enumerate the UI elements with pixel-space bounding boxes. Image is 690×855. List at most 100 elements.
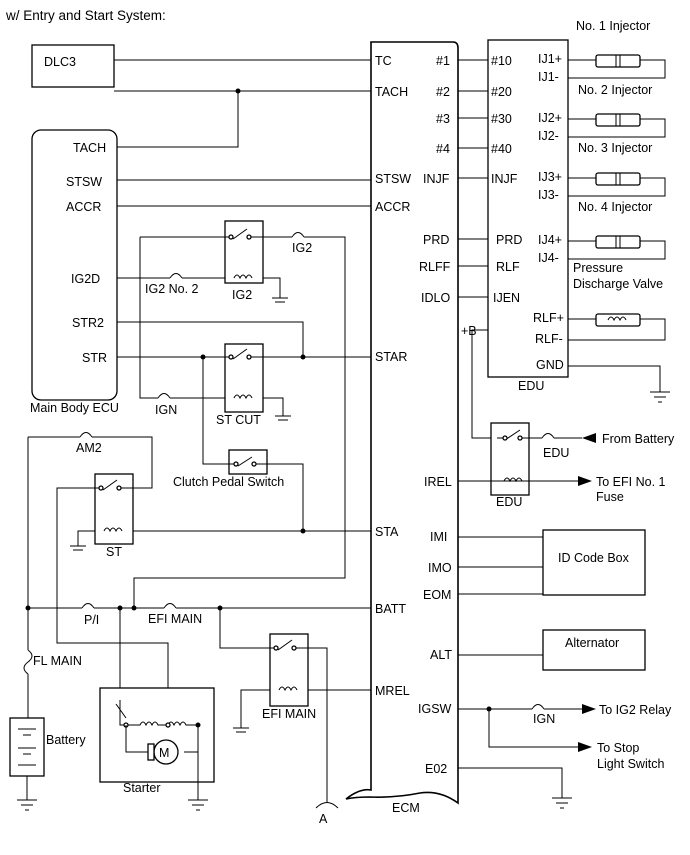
ig2-relay-arrow xyxy=(582,704,596,714)
ign-left-fuse-symbol xyxy=(157,393,171,399)
ecm-pin-alt: ALT xyxy=(430,648,452,662)
edu-ground-symbol xyxy=(650,391,670,403)
starter-switch xyxy=(115,703,127,719)
edu-fuse-symbol xyxy=(541,433,555,439)
ecm-pin-stsw: STSW xyxy=(375,172,411,186)
fl-main-fuse-label: FL MAIN xyxy=(33,654,82,668)
st-cut-relay xyxy=(224,343,264,413)
efi-main-fuse-symbol xyxy=(163,603,177,609)
ecm-pin-rlff: RLFF xyxy=(419,260,451,274)
edu-relay-label: EDU xyxy=(496,495,522,509)
st-cut-ground-symbol xyxy=(275,415,291,421)
am2-fuse-label: AM2 xyxy=(76,441,102,455)
dlc3-label: DLC3 xyxy=(44,55,76,69)
pressure-label-line2: Discharge Valve xyxy=(573,277,663,291)
edu-pin-rlfm: RLF- xyxy=(535,332,563,346)
ig2-relay-ground-symbol xyxy=(272,297,288,303)
ig2-relay-label: IG2 xyxy=(232,288,252,302)
injector-2-label: No. 2 Injector xyxy=(578,83,652,97)
st-relay-ground-symbol xyxy=(70,545,86,551)
edu-pin-30: #30 xyxy=(491,112,512,126)
ecm-pin-star: STAR xyxy=(375,350,407,364)
injector-1-label: No. 1 Injector xyxy=(576,19,650,33)
ig2-no2-fuse-symbol xyxy=(169,273,183,279)
id-code-box xyxy=(542,529,646,596)
edu-pin-prd: PRD xyxy=(496,233,522,247)
ecm-pin-sta: STA xyxy=(375,525,399,539)
ecm-box xyxy=(345,41,459,805)
injector-group xyxy=(568,54,666,341)
am2-fuse-symbol xyxy=(79,432,93,438)
edu-pin-ij1m: IJ1- xyxy=(538,70,559,84)
stop-light-label-line2: Light Switch xyxy=(597,757,664,771)
efi-main-relay-label: EFI MAIN xyxy=(262,707,316,721)
main-body-ecu-box xyxy=(31,129,118,401)
efi-main-relay-ground-symbol xyxy=(233,727,249,733)
edu-pin-ij3m: IJ3- xyxy=(538,188,559,202)
ecm-pin-irel: IREL xyxy=(424,475,452,489)
edu-pin-gnd: GND xyxy=(536,358,564,372)
ecm-pin-3: #3 xyxy=(436,112,450,126)
stop-light-arrow xyxy=(578,742,592,752)
pi-fuse-label: P/I xyxy=(84,613,99,627)
ig2-top-fuse-label: IG2 xyxy=(292,241,312,255)
ig2-top-fuse-symbol xyxy=(291,232,305,238)
edu-label: EDU xyxy=(518,379,544,393)
ecm-pin-prd: PRD xyxy=(423,233,449,247)
starter-label: Starter xyxy=(123,781,161,795)
dlc3-box xyxy=(31,44,115,88)
edu-pin-rlf: RLF xyxy=(496,260,520,274)
ecm-pin-2: #2 xyxy=(436,85,450,99)
st-cut-relay-label: ST CUT xyxy=(216,413,261,427)
ecm-pin-1: #1 xyxy=(436,54,450,68)
ecm-pin-igsw: IGSW xyxy=(418,702,452,716)
connector-a-label: A xyxy=(319,812,328,826)
ecm-ground-symbol xyxy=(552,797,572,809)
mbecu-pin-tach: TACH xyxy=(73,141,106,155)
starter-ground-symbol xyxy=(188,799,208,811)
battery-ground-symbol xyxy=(17,799,37,811)
edu-pin-ijen: IJEN xyxy=(493,291,520,305)
from-battery-label: From Battery xyxy=(602,432,675,446)
injector-2-symbol xyxy=(595,113,641,127)
injector-3-label: No. 3 Injector xyxy=(578,141,652,155)
stop-light-label-line1: To Stop xyxy=(597,741,639,755)
edu-pin-ij4p: IJ4+ xyxy=(538,233,562,247)
alternator-label: Alternator xyxy=(565,636,619,650)
ign-right-fuse-label: IGN xyxy=(533,712,555,726)
ig2-relay-label: To IG2 Relay xyxy=(599,703,672,717)
ecm-pin-imo: IMO xyxy=(428,561,452,575)
st-relay xyxy=(94,473,134,545)
edu-pin-40: #40 xyxy=(491,142,512,156)
edu-pin-ij4m: IJ4- xyxy=(538,251,559,265)
ecm-pin-e02: E02 xyxy=(425,762,447,776)
ecm-pin-plus-b: +B xyxy=(461,324,477,338)
ecm-edu-wires xyxy=(458,59,497,439)
ecm-pin-tc: TC xyxy=(375,54,392,68)
ig2-no2-fuse-label: IG2 No. 2 xyxy=(145,282,199,296)
battery-symbol xyxy=(9,717,45,777)
ecm-pin-eom: EOM xyxy=(423,588,451,602)
starter-motor-label: M xyxy=(159,746,169,760)
diagram-title: w/ Entry and Start System: xyxy=(5,8,166,23)
edu-pin-10: #10 xyxy=(491,54,512,68)
injector-4-label: No. 4 Injector xyxy=(578,200,652,214)
ecm-label: ECM xyxy=(392,801,420,815)
edu-pin-injf: INJF xyxy=(491,172,518,186)
ecm-pin-imi: IMI xyxy=(430,530,447,544)
efi-no1-label-line1: To EFI No. 1 xyxy=(596,475,666,489)
starter-box xyxy=(99,687,215,783)
mbecu-pin-accr: ACCR xyxy=(66,200,101,214)
efi-no1-arrow xyxy=(578,476,592,486)
from-battery-arrow xyxy=(582,433,596,443)
edu-pin-ij2m: IJ2- xyxy=(538,129,559,143)
efi-main-fuse-label: EFI MAIN xyxy=(148,612,202,626)
mbecu-pin-str: STR xyxy=(82,351,107,365)
alternator-box xyxy=(542,629,646,671)
ecm-pin-tach: TACH xyxy=(375,85,408,99)
efi-main-relay xyxy=(269,633,309,707)
edu-pin-ij2p: IJ2+ xyxy=(538,111,562,125)
ig2-relay xyxy=(224,220,264,284)
